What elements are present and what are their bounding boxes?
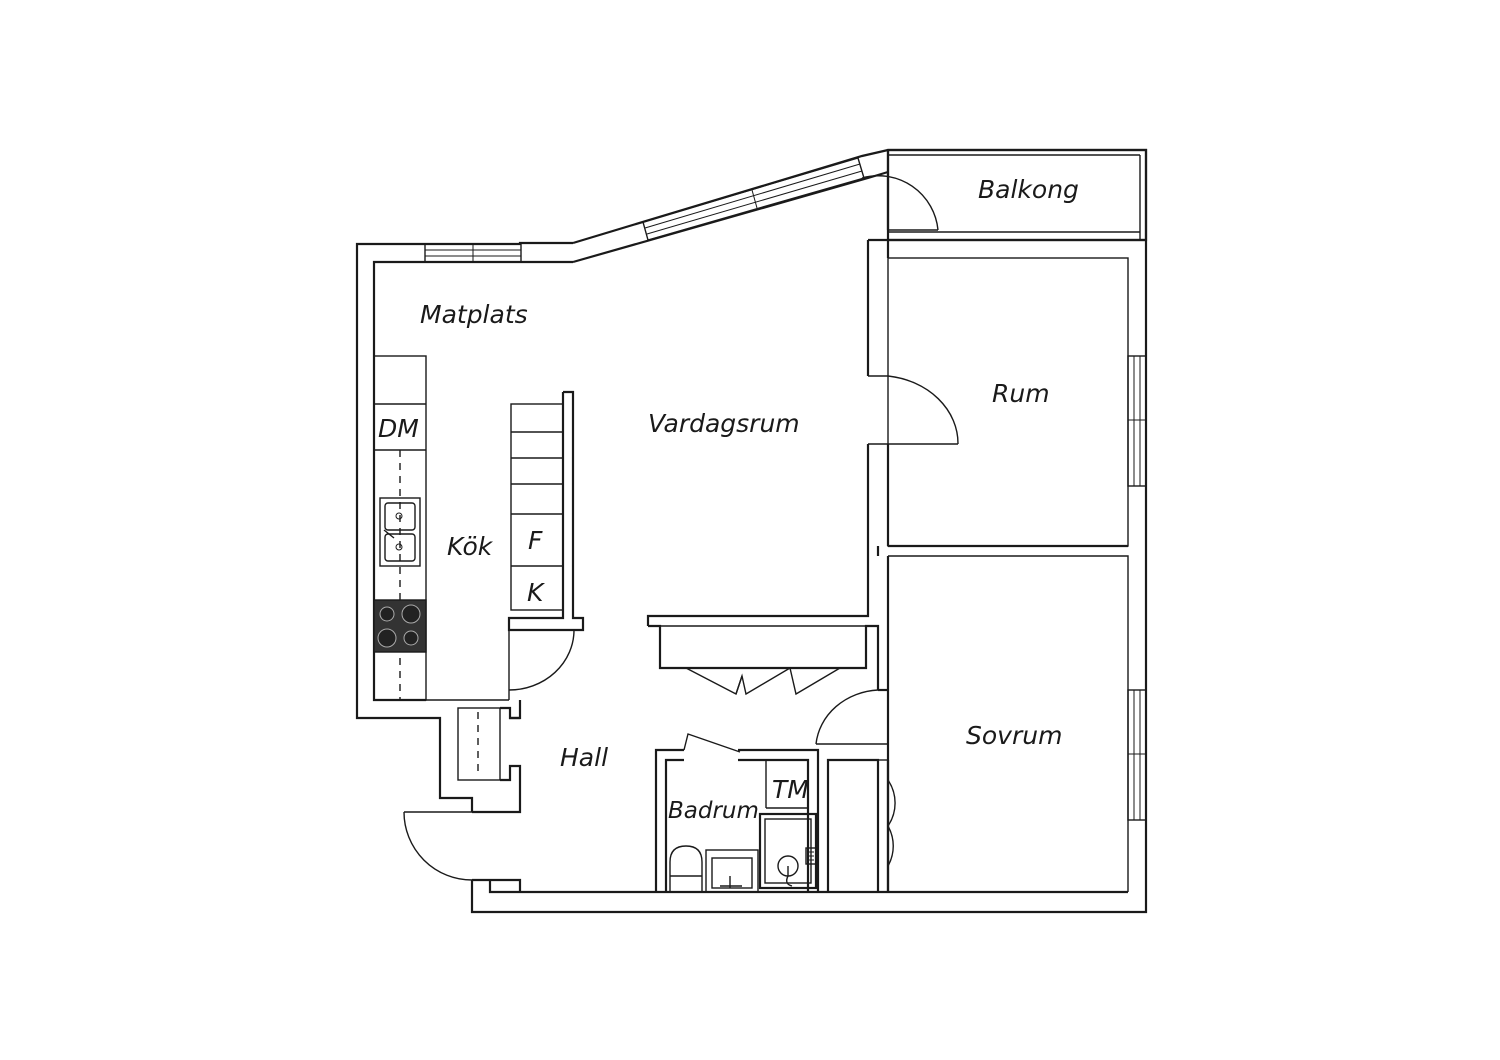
washing-machine-label: TM xyxy=(772,775,809,804)
door-kitchen[interactable] xyxy=(426,629,575,720)
hall-wardrobe xyxy=(648,624,880,696)
shower-icon xyxy=(758,812,818,890)
door-swing-icon xyxy=(403,811,473,881)
room-label-badrum: Badrum xyxy=(668,798,759,824)
door-swing-icon xyxy=(887,825,894,867)
bathroom xyxy=(654,733,820,893)
door-swing-icon[interactable] xyxy=(861,175,939,231)
top-windows xyxy=(424,157,865,263)
hall-closet xyxy=(457,706,522,814)
kitchen xyxy=(373,355,585,701)
fridge-label: F xyxy=(528,526,543,555)
freezer-label: K xyxy=(527,578,546,607)
door-entrance[interactable] xyxy=(403,811,522,892)
door-rum[interactable] xyxy=(868,375,959,445)
kitchen-sink-icon xyxy=(379,497,421,567)
door-swing-icon[interactable] xyxy=(683,733,741,753)
room-label-balkong: Balkong xyxy=(978,175,1079,204)
toilet-icon xyxy=(669,845,703,892)
door-sovrum[interactable] xyxy=(815,688,888,745)
window-icon xyxy=(1127,355,1147,487)
room-label-kok: Kök xyxy=(447,532,494,561)
door-swing-icon xyxy=(815,689,879,745)
dishwasher-label: DM xyxy=(378,414,419,443)
room-label-sovrum: Sovrum xyxy=(966,721,1062,750)
door-swing-icon xyxy=(887,375,959,445)
sovrum-closet xyxy=(826,758,896,892)
room-label-rum: Rum xyxy=(992,379,1050,408)
room-label-vardagsrum: Vardagsrum xyxy=(648,409,800,438)
window-icon xyxy=(1127,689,1147,821)
interior-walls xyxy=(646,238,1147,892)
fixture-labels: DM F K TM xyxy=(378,414,809,804)
stove-icon xyxy=(373,599,427,653)
door-swing-icon xyxy=(508,629,575,691)
room-label-hall: Hall xyxy=(560,743,608,772)
washbasin-icon xyxy=(705,849,759,893)
window-icon xyxy=(642,157,865,241)
room-labels: Balkong Matplats Vardagsrum Rum Kök Sovr… xyxy=(420,175,1079,824)
door-swing-icon xyxy=(887,779,896,827)
room-label-matplats: Matplats xyxy=(420,300,528,329)
